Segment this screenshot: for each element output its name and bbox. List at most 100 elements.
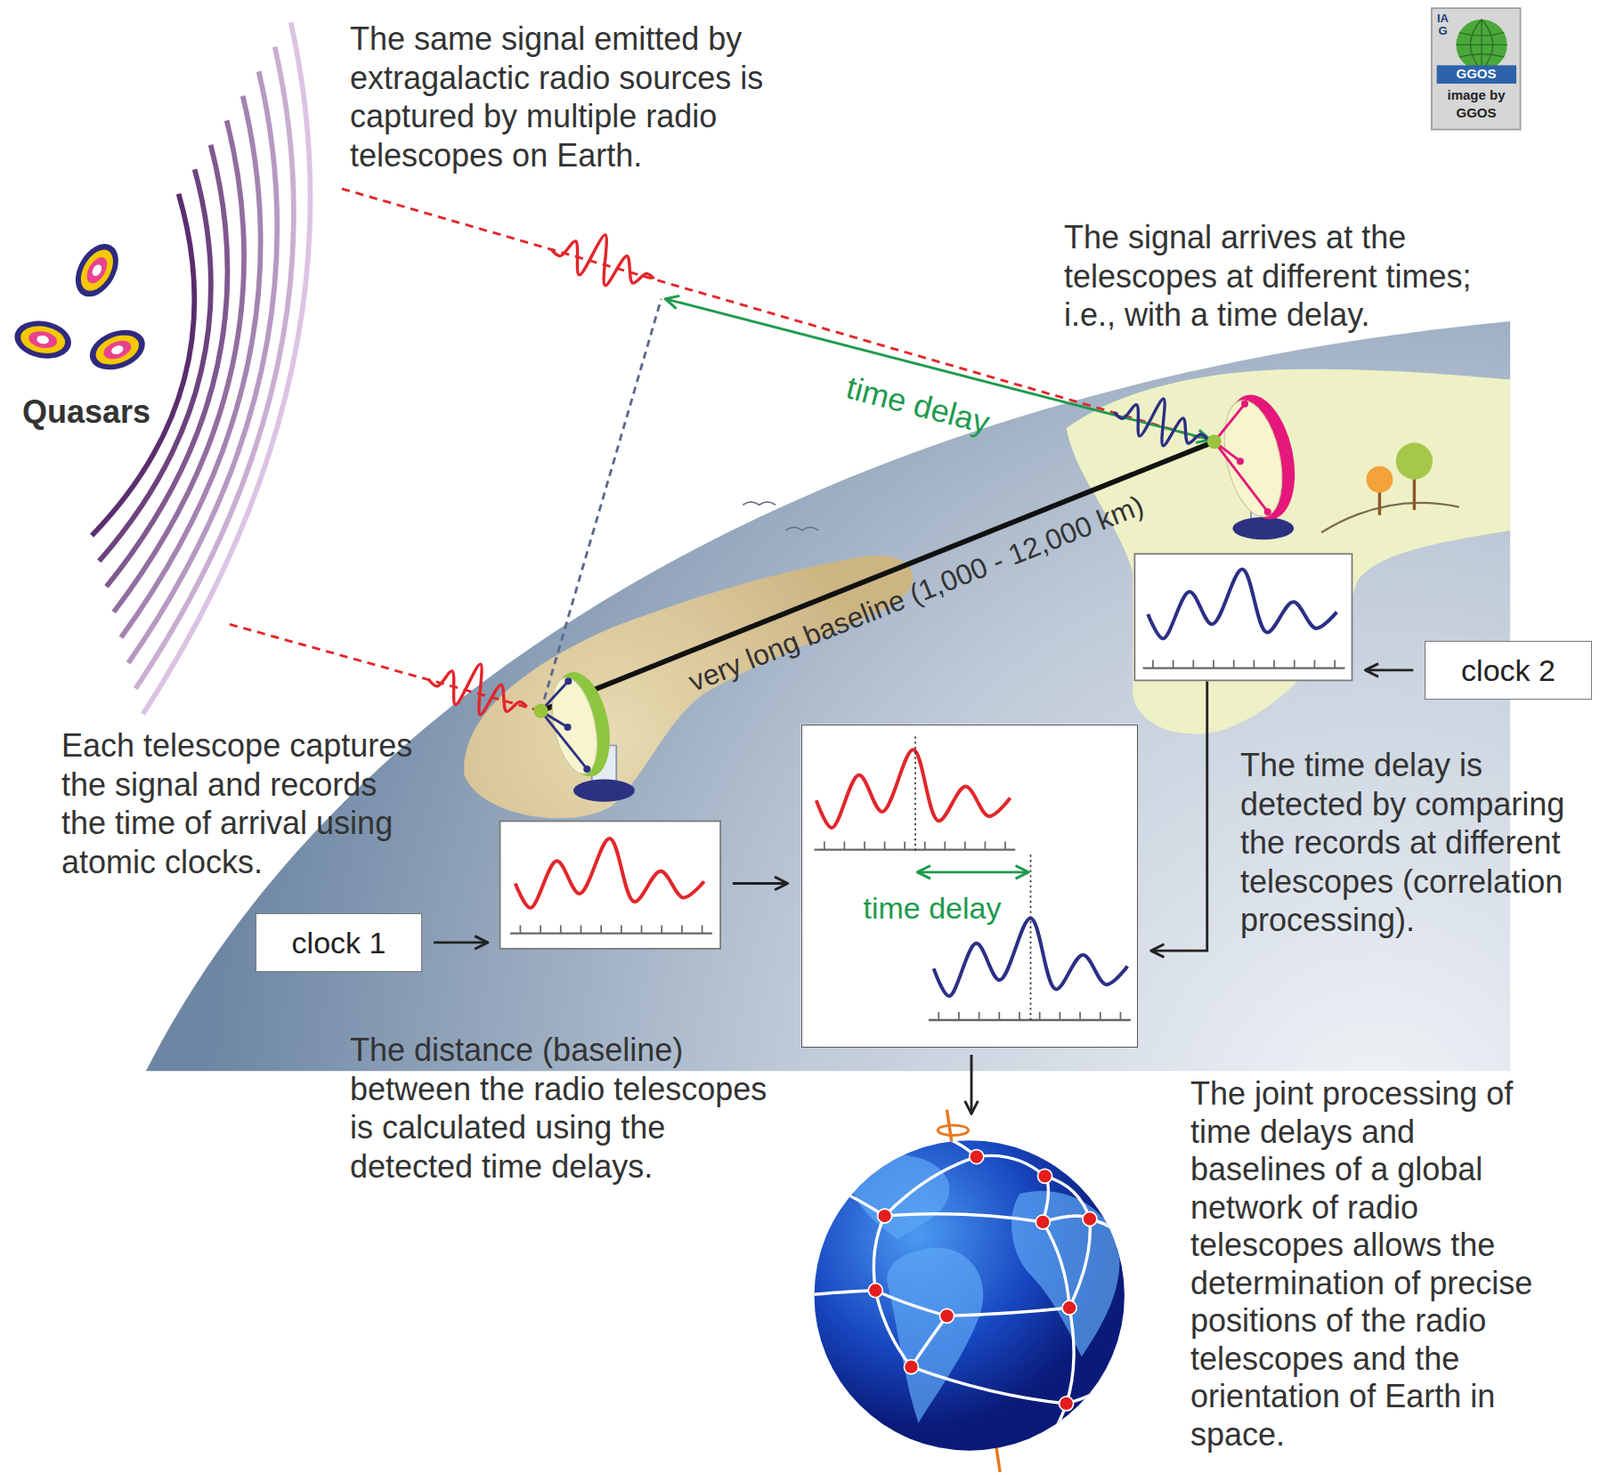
time-tick	[1059, 1012, 1062, 1021]
network-link	[885, 1214, 1044, 1223]
quasar-ring	[84, 323, 151, 378]
flow-arrow	[970, 1055, 974, 1114]
station-dot	[1038, 1169, 1053, 1184]
source-label: Quasars	[22, 392, 201, 432]
correlation-box: time delay	[801, 724, 1138, 1048]
network-link	[1089, 1218, 1133, 1255]
time-tick	[924, 841, 926, 850]
time-tick	[943, 841, 946, 850]
network-link	[1020, 1404, 1067, 1460]
quasar-ring	[27, 329, 59, 351]
time-tick	[1314, 659, 1316, 668]
network-link	[976, 1155, 1046, 1177]
capture-note: Each telescope captures the signal and r…	[61, 726, 425, 882]
network-link	[1042, 1222, 1070, 1308]
network-link	[1069, 1218, 1090, 1308]
time-tick	[844, 841, 846, 850]
rotation-swirl	[937, 1125, 968, 1136]
quasar-icon	[66, 236, 128, 305]
globe-features	[805, 1136, 1133, 1460]
time-tick	[998, 1012, 1000, 1021]
continent	[886, 1248, 983, 1424]
flow-arrow	[1364, 669, 1414, 673]
quasar-core	[36, 334, 50, 345]
intro-note: The same signal emitted by extragalactic…	[349, 19, 831, 175]
recorded-signal	[515, 838, 705, 909]
time-tick	[1120, 1012, 1122, 1021]
quasar-ring	[73, 243, 120, 297]
peak-marker	[1030, 854, 1032, 1021]
bird	[742, 502, 776, 505]
bird	[785, 527, 819, 530]
quasar-ring	[11, 316, 74, 364]
recorded-signal	[1147, 568, 1337, 639]
signal-ray	[229, 624, 542, 711]
flow-arrow	[433, 941, 488, 944]
clock-box: clock 1	[255, 913, 423, 973]
logo-box: IAGGGOSimage by GGOS	[1431, 8, 1521, 130]
signal-wave	[422, 651, 535, 726]
quasar-ring	[66, 236, 128, 305]
time-tick	[903, 841, 906, 850]
time-tick	[964, 841, 967, 850]
network-link	[885, 1157, 977, 1217]
network-link	[1066, 1307, 1074, 1405]
feed-leg-end	[1236, 457, 1244, 465]
time-tick	[1233, 659, 1235, 668]
time-tick	[681, 925, 683, 934]
station-dot	[940, 1308, 955, 1324]
time-tick	[984, 841, 987, 850]
time-tick	[560, 925, 562, 934]
time-tick	[884, 841, 886, 850]
record-box	[500, 821, 722, 950]
time-tick	[1004, 841, 1007, 850]
quasar-icon	[11, 316, 74, 364]
quasar-ring	[18, 323, 68, 358]
time-tick	[641, 925, 643, 934]
time-tick	[580, 925, 583, 934]
telescope-base	[573, 779, 635, 803]
quasar-core	[110, 343, 125, 356]
network-link	[875, 1291, 911, 1368]
logo-text: GGOS	[1431, 64, 1521, 83]
clock-box: clock 2	[1424, 641, 1592, 700]
dish-surface	[1215, 395, 1292, 522]
station-dot	[969, 1150, 984, 1165]
signal-packet	[422, 651, 535, 726]
time-tick	[823, 841, 826, 850]
clock-name: clock 2	[1461, 652, 1556, 690]
feed-point	[1207, 434, 1222, 449]
time-tick	[978, 1012, 981, 1021]
logo-grid	[1459, 54, 1504, 57]
continent	[1011, 1191, 1120, 1357]
quasar-ring	[101, 337, 134, 363]
record-box	[801, 724, 1138, 1048]
time-tick	[1152, 659, 1154, 668]
baseline-note: The distance (baseline) between the radi…	[349, 1031, 782, 1186]
network-link	[917, 1136, 976, 1158]
time-tick	[1018, 1012, 1021, 1021]
peak-marker	[914, 736, 917, 853]
network-link	[873, 1216, 885, 1292]
wave-front	[113, 120, 244, 612]
feed-leg	[540, 711, 587, 770]
station-dot	[1082, 1211, 1097, 1227]
earth-surface	[146, 321, 1511, 1072]
continent	[846, 1154, 950, 1240]
radio-telescope	[1207, 388, 1306, 540]
network-link	[805, 1291, 876, 1297]
time-tick	[1253, 659, 1256, 668]
delay-label: time delay	[843, 368, 994, 441]
feed-leg-end	[1264, 508, 1272, 516]
flow-arrow	[732, 882, 788, 886]
station-dot	[1059, 1396, 1074, 1412]
signal-packet	[1109, 386, 1216, 457]
tree-crown	[1396, 442, 1433, 480]
time-tick	[1273, 659, 1276, 668]
flow-arrow	[1151, 682, 1208, 952]
time-tick	[1212, 659, 1215, 668]
network-link	[910, 1367, 1066, 1405]
feed-leg-end	[564, 723, 572, 731]
network-link	[910, 1315, 947, 1367]
